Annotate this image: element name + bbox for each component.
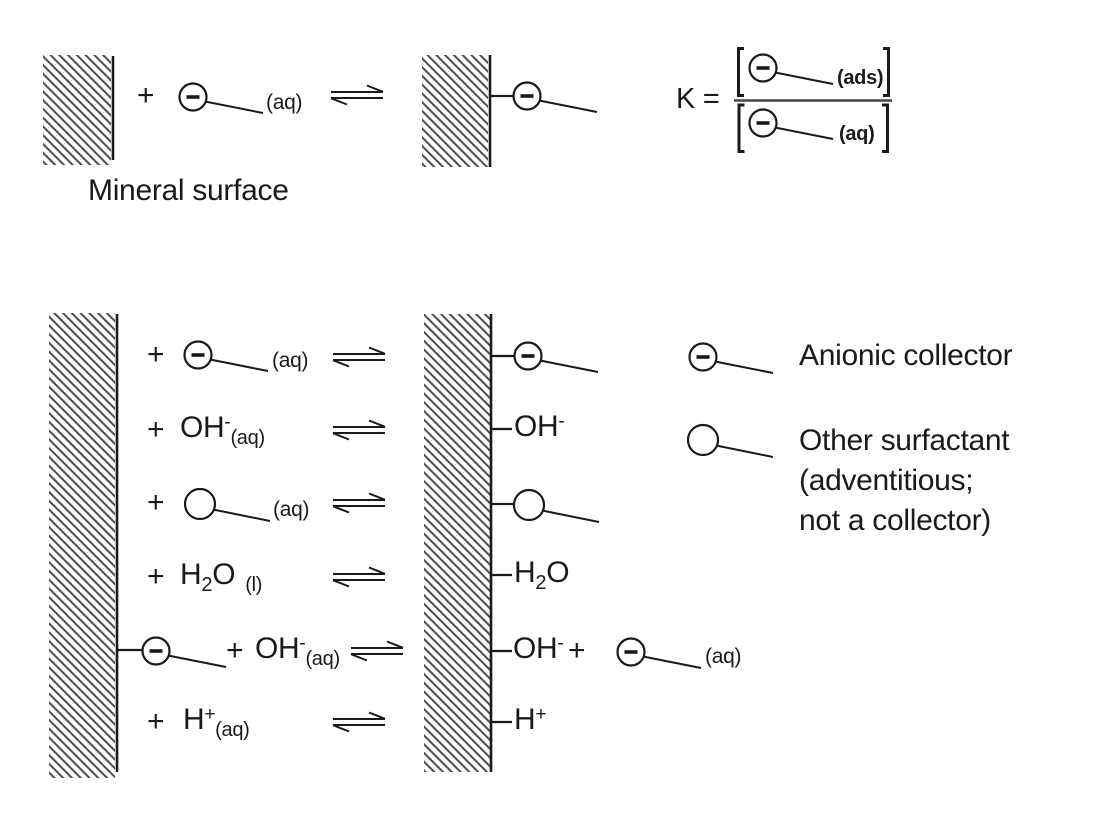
plus-sign: + <box>568 634 586 667</box>
aqueous-state-label: (aq) <box>839 123 875 145</box>
legend-anionic-collector-icon <box>687 341 775 375</box>
plus-sign: + <box>226 634 244 667</box>
equilibrium-arrows-icon <box>330 84 384 106</box>
adsorbed-proton-formula: H+ <box>514 705 546 735</box>
subscript-two: 2 <box>535 572 547 594</box>
anionic-collector-icon <box>747 107 835 141</box>
superscript-minus: - <box>299 633 306 654</box>
anionic-collector-icon <box>140 635 228 669</box>
hydrogen-symbol: H <box>183 703 205 736</box>
plus-sign: + <box>147 338 165 371</box>
superscript-plus: + <box>535 704 547 725</box>
mineral-surface-hatch <box>424 314 490 772</box>
aqueous-state-label: (aq) <box>272 349 309 372</box>
superscript-minus: - <box>224 412 231 433</box>
hydroxide-aq-formula: OH-(aq) <box>180 411 265 449</box>
water-liquid-formula: H2O (l) <box>180 558 262 596</box>
anionic-collector-icon <box>512 340 600 374</box>
plus-sign: + <box>137 79 155 112</box>
legend-other-surfactant-icon <box>686 423 775 459</box>
anionic-collector-icon <box>177 81 265 115</box>
adsorbed-hydroxide-formula: OH- <box>513 632 564 665</box>
superscript-plus: + <box>204 704 216 725</box>
k-equals-label: K = <box>676 83 720 115</box>
adsorbed-water-formula: H2O <box>514 556 570 594</box>
plus-sign: + <box>147 560 165 593</box>
adsorbed-hydroxide-formula: OH- <box>514 410 565 443</box>
plus-sign: + <box>147 486 165 519</box>
adsorbed-state-label: (ads) <box>837 67 884 89</box>
mineral-surface-hatch <box>49 313 115 778</box>
plus-sign: + <box>147 413 165 446</box>
legend-other-surfactant-label-line3: not a collector) <box>799 504 991 537</box>
aqueous-state-label: (aq) <box>266 91 303 114</box>
anionic-collector-icon <box>615 636 703 670</box>
plus-sign: + <box>147 705 165 738</box>
proton-aq-formula: H+(aq) <box>183 703 250 741</box>
mineral-surface-hatch <box>43 55 111 165</box>
superscript-minus: - <box>557 633 564 654</box>
liquid-subscript: (l) <box>245 574 263 596</box>
legend-other-surfactant-label-line2: (adventitious; <box>799 464 974 497</box>
bracket-right-icon <box>883 47 890 97</box>
aqueous-state-label: (aq) <box>273 498 310 521</box>
other-surfactant-icon <box>512 488 601 524</box>
mineral-surface-hatch <box>422 55 488 167</box>
legend-other-surfactant-label-line1: Other surfactant <box>799 424 1010 457</box>
mineral-surface-caption: Mineral surface <box>88 174 289 207</box>
oxygen-symbol: O <box>212 558 236 591</box>
equilibrium-arrows-icon <box>332 566 386 588</box>
anionic-collector-icon <box>511 80 599 114</box>
hydroxide-symbol: OH <box>180 411 225 444</box>
legend-anionic-collector-label: Anionic collector <box>799 339 1013 372</box>
bracket-left-icon <box>737 47 744 97</box>
other-surfactant-icon <box>183 487 272 523</box>
hydrogen-symbol: H <box>514 703 536 736</box>
hydroxide-symbol: OH <box>514 410 559 443</box>
aqueous-subscript: (aq) <box>305 648 340 670</box>
equilibrium-arrows-icon <box>332 419 386 441</box>
equilibrium-arrows-icon <box>332 492 386 514</box>
subscript-two: 2 <box>201 574 213 596</box>
anionic-collector-icon <box>182 339 270 373</box>
hydroxide-aq-formula: OH-(aq) <box>255 632 340 670</box>
oxygen-symbol: O <box>546 556 570 589</box>
aqueous-state-label: (aq) <box>705 645 742 668</box>
bracket-right-icon <box>882 103 889 153</box>
hydroxide-symbol: OH <box>255 632 300 665</box>
superscript-minus: - <box>558 411 565 432</box>
aqueous-subscript: (aq) <box>215 719 250 741</box>
aqueous-subscript: (aq) <box>230 427 265 449</box>
hydrogen-symbol: H <box>180 558 202 591</box>
bracket-left-icon <box>737 103 745 153</box>
equilibrium-arrows-icon <box>350 640 404 662</box>
equilibrium-arrows-icon <box>332 346 386 368</box>
anionic-collector-icon <box>747 52 835 86</box>
hydrogen-symbol: H <box>514 556 536 589</box>
equilibrium-arrows-icon <box>332 711 386 733</box>
hydroxide-symbol: OH <box>513 632 558 665</box>
